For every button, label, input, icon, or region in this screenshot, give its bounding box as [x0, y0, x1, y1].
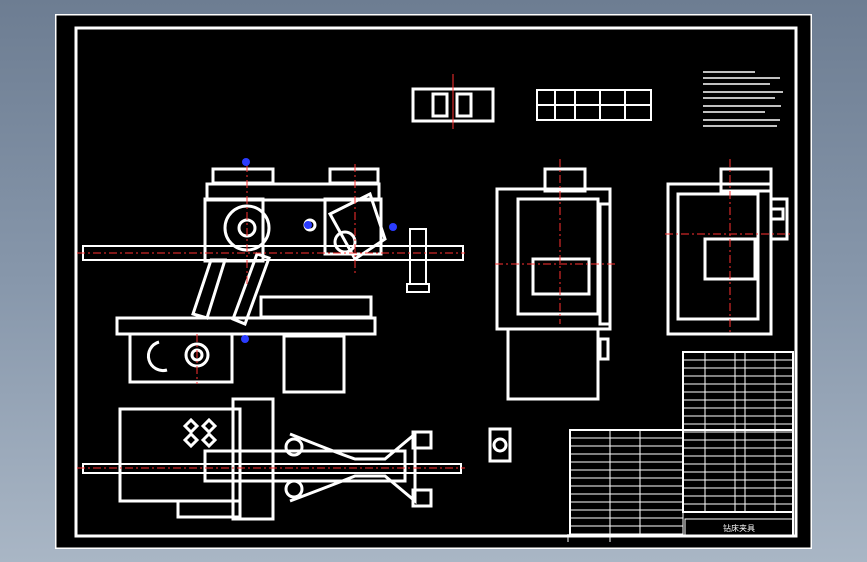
cad-viewport[interactable]: 钻床夹具: [55, 14, 812, 549]
parts-list-table: [682, 351, 794, 513]
bottom-section-view: [82, 397, 462, 521]
parameter-table: [536, 89, 652, 121]
title-block-label: 钻床夹具: [723, 523, 755, 533]
technical-notes: [703, 71, 783, 127]
highlight-markers: [241, 158, 397, 343]
main-front-view: [82, 167, 464, 394]
side-view-2: [666, 167, 789, 336]
sheet-outer-frame: [55, 14, 812, 549]
sheet-inner-frame: [74, 26, 798, 538]
small-part: [488, 427, 512, 463]
title-block: [569, 429, 794, 537]
side-view-1: [495, 167, 612, 401]
cad-drawing: 钻床夹具: [55, 14, 812, 549]
main-front-centerlines: [77, 164, 465, 384]
